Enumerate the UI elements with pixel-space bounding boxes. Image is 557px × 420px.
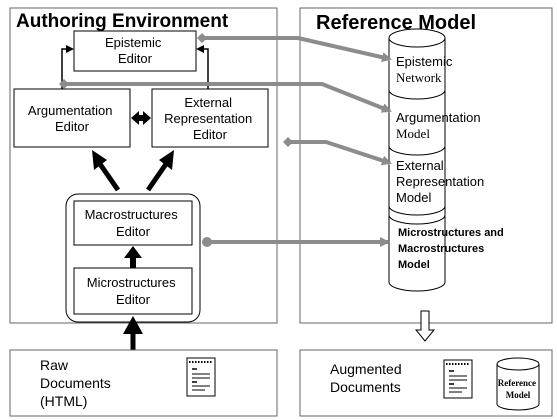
argumentation-model-label: Argumentation	[396, 110, 481, 125]
argumentation-editor-to-model-arrow	[59, 79, 392, 113]
argumentation-to-epistemic-connector	[61, 45, 74, 89]
epistemic-editor-label: Epistemic Editor	[105, 35, 165, 66]
external-representation-model-label: External Representation Model	[396, 158, 488, 205]
microstructures-editor-box	[73, 267, 193, 315]
database-icon	[496, 357, 540, 411]
reference-model-title: Reference Model	[316, 12, 476, 34]
container-to-argumentation-arrow	[92, 150, 121, 192]
micro-to-macro-arrow	[124, 246, 142, 268]
augmented-documents-label: Augmented Documents	[330, 361, 406, 395]
authoring-environment-title: Authoring Environment	[16, 11, 229, 32]
epistemic-editor-to-model-arrow	[197, 33, 392, 63]
microstructures-editor-label: Microstructures Editor	[87, 275, 179, 307]
epistemic-editor-box	[73, 30, 197, 72]
macrostructures-editor-box	[73, 200, 193, 246]
micro-macro-model-label: Microstructures and Macrostructures Mode…	[398, 227, 507, 271]
macrostructures-editor-to-model-arrow	[202, 237, 390, 247]
macrostructures-editor-label: Macrostructures Editor	[85, 207, 182, 239]
argumentation-model-label-2: Model	[396, 126, 430, 141]
document-icon	[186, 357, 216, 397]
reference-model-icon-label: Reference Model	[498, 378, 539, 400]
raw-documents-label: Raw Documents (HTML)	[40, 357, 115, 409]
epistemic-network-label: Epistemic	[396, 54, 453, 69]
hollow-down-arrow	[414, 310, 436, 342]
epistemic-network-label-2: Network	[396, 70, 442, 85]
document-icon	[443, 359, 473, 399]
double-arrow	[131, 111, 151, 125]
argumentation-editor-box	[13, 88, 131, 148]
container-to-external-rep-arrow	[145, 150, 174, 192]
external-rep-editor-to-model-arrow	[283, 137, 392, 166]
raw-documents-box	[9, 349, 278, 417]
reference-model-cylinder	[388, 28, 446, 292]
raw-to-micro-arrow	[123, 316, 143, 350]
